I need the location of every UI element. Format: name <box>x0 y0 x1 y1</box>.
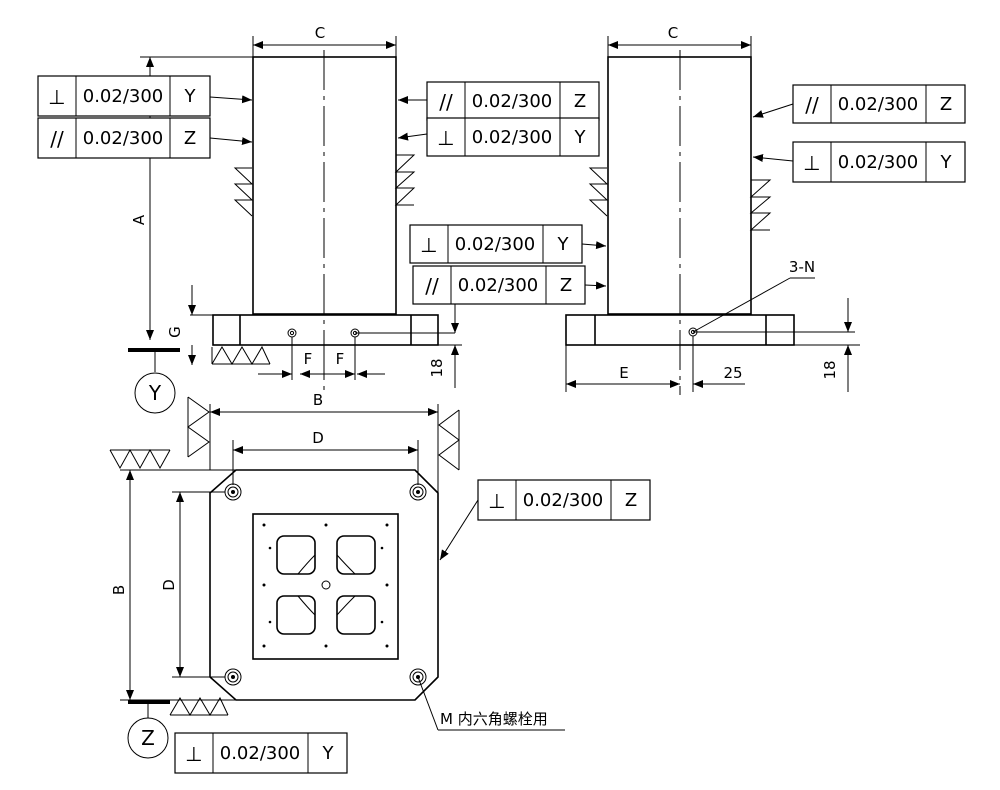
hole-callout-3n: 3-N <box>789 258 815 276</box>
dim-label-f: F <box>304 350 313 368</box>
dim-label-f: F <box>336 350 345 368</box>
fcf-perp-z-plan: ⊥ 0.02/300 Z <box>477 479 651 521</box>
dim-label-d-vertical: D <box>160 579 178 591</box>
fcf-perp-y-right: ⊥ 0.02/300 Y <box>792 141 966 183</box>
fcf-datum: Z <box>940 94 952 115</box>
dim-label-25: 25 <box>723 364 742 382</box>
fcf-datum: Z <box>560 275 572 296</box>
left-view: C A G Y F F 18 <box>37 24 600 414</box>
window <box>276 595 316 635</box>
center-hole <box>321 580 331 590</box>
fcf-value: 0.02/300 <box>472 127 553 148</box>
dim-label-a: A <box>130 214 148 225</box>
dim-label-18: 18 <box>821 360 839 379</box>
left-base-plate <box>212 314 439 346</box>
dim-label-g: G <box>166 326 184 338</box>
fcf-par-z-right: // 0.02/300 Z <box>792 84 966 124</box>
fcf-datum: Y <box>574 127 587 148</box>
fcf-value: 0.02/300 <box>83 128 164 149</box>
dim-label-e: E <box>619 364 628 382</box>
perpendicularity-icon: ⊥ <box>420 233 437 257</box>
dim-label-d: D <box>312 429 324 447</box>
fcf-value: 0.02/300 <box>838 152 919 173</box>
corner-bolt <box>224 483 242 501</box>
perpendicularity-icon: ⊥ <box>803 151 820 175</box>
fcf-datum: Y <box>940 152 953 173</box>
fcf-par-z-left: // 0.02/300 Z <box>37 117 211 159</box>
dim-label-b: B <box>313 391 323 409</box>
parallelism-icon: // <box>805 93 819 117</box>
fcf-datum: Y <box>184 86 197 107</box>
corner-bolt <box>409 483 427 501</box>
dim-label-18: 18 <box>428 358 446 377</box>
fcf-perp-y-mid: ⊥ 0.02/300 Y <box>409 224 583 264</box>
datum-y-circle <box>134 372 176 414</box>
datum-z-circle <box>127 717 169 759</box>
fcf-perp-y-bottom: ⊥ 0.02/300 Y <box>174 732 348 774</box>
window <box>276 535 316 575</box>
window <box>336 595 376 635</box>
fcf-value: 0.02/300 <box>523 490 604 511</box>
parallelism-icon: // <box>439 90 453 114</box>
fcf-value: 0.02/300 <box>83 86 164 107</box>
datum-y-label: Y <box>148 381 162 405</box>
fcf-value: 0.02/300 <box>458 275 539 296</box>
perpendicularity-icon: ⊥ <box>48 85 65 109</box>
fcf-par-z-mid: // 0.02/300 Z <box>412 265 586 305</box>
corner-bolt <box>224 668 242 686</box>
machining-symbol <box>749 179 772 231</box>
fcf-perp-y-center: ⊥ 0.02/300 Y <box>426 117 600 157</box>
fcf-par-z-center: // 0.02/300 Z <box>426 81 600 121</box>
bolt-note: M 内六角螺栓用 <box>440 710 548 728</box>
dim-label-c: C <box>315 24 325 42</box>
machining-symbol <box>187 396 210 458</box>
machining-symbol <box>438 409 460 471</box>
fcf-value: 0.02/300 <box>455 234 536 255</box>
parallelism-icon: // <box>425 274 439 298</box>
window <box>336 535 376 575</box>
fcf-datum: Y <box>322 743 335 764</box>
machining-symbol <box>233 167 254 217</box>
right-view: C 3-N E 25 18 // 0.02/300 Z <box>409 24 966 395</box>
plan-view: B D B D Z ⊥ 0.02/300 Z <box>109 391 651 774</box>
machining-symbol <box>109 448 171 470</box>
fcf-datum: Y <box>557 234 570 255</box>
machining-symbol <box>211 345 271 365</box>
machining-symbol <box>394 154 416 206</box>
dim-label-b-vertical: B <box>110 585 128 595</box>
datum-z-label: Z <box>141 726 155 750</box>
dim-label-c: C <box>668 24 678 42</box>
right-base-plate <box>565 314 795 346</box>
fcf-datum: Z <box>184 128 196 149</box>
parallelism-icon: // <box>50 127 64 151</box>
fcf-datum: Z <box>574 91 586 112</box>
hole <box>287 328 297 338</box>
fcf-perp-y-left: ⊥ 0.02/300 Y <box>37 75 211 117</box>
inner-plate <box>252 513 399 660</box>
machining-symbol <box>169 696 229 716</box>
fcf-datum: Z <box>625 490 637 511</box>
base-plate-outline <box>209 469 439 701</box>
perpendicularity-icon: ⊥ <box>185 742 202 766</box>
fcf-value: 0.02/300 <box>838 94 919 115</box>
fcf-value: 0.02/300 <box>472 91 553 112</box>
machining-symbol <box>588 167 609 217</box>
perpendicularity-icon: ⊥ <box>488 489 505 513</box>
fcf-value: 0.02/300 <box>220 743 301 764</box>
perpendicularity-icon: ⊥ <box>437 126 454 150</box>
